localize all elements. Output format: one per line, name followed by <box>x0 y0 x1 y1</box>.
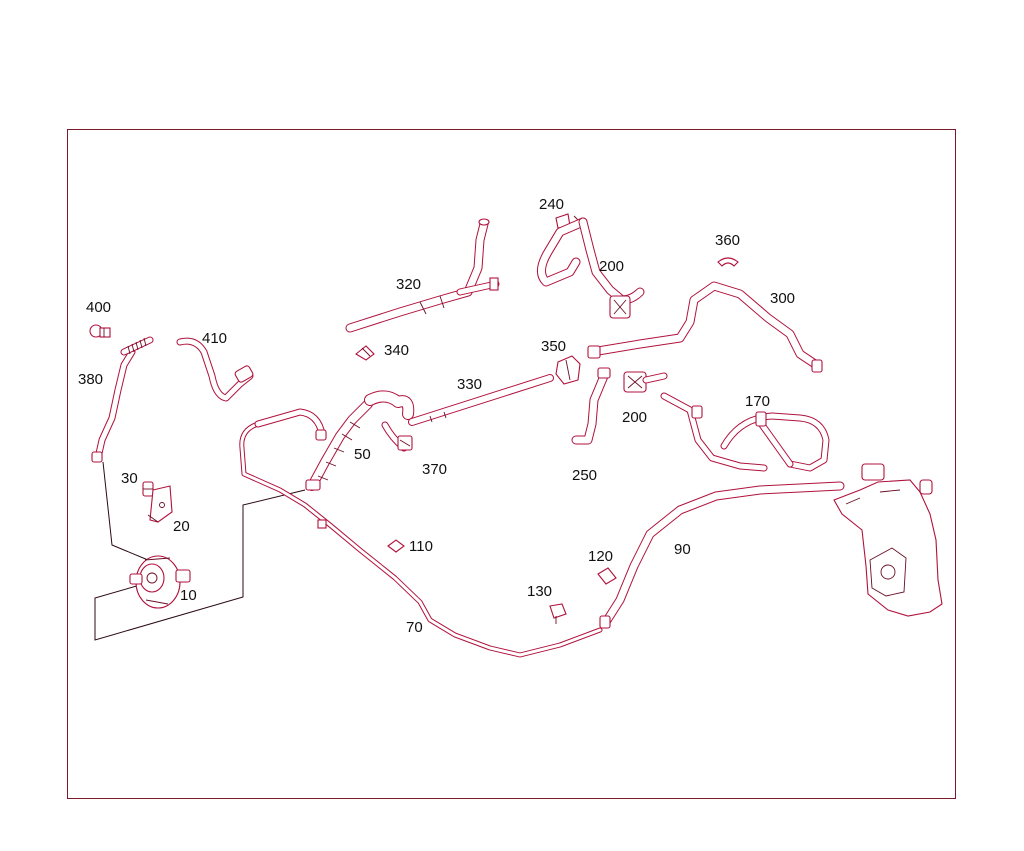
callout-410: 410 <box>202 330 228 347</box>
callout-30: 30 <box>121 470 138 487</box>
callout-330: 330 <box>457 376 483 393</box>
part-350-fitting <box>555 355 581 385</box>
callout-170: 170 <box>745 393 771 410</box>
part-90-hose <box>599 481 845 629</box>
part-30-clip <box>142 481 154 497</box>
callout-200-lower: 200 <box>622 409 648 426</box>
callout-90: 90 <box>674 541 691 558</box>
part-110-clip <box>387 539 405 553</box>
callout-50: 50 <box>354 446 371 463</box>
callout-340: 340 <box>384 342 410 359</box>
part-120-clip <box>597 567 617 585</box>
callout-20: 20 <box>173 518 190 535</box>
callout-360: 360 <box>715 232 741 249</box>
callout-70: 70 <box>406 619 423 636</box>
callout-370: 370 <box>422 461 448 478</box>
callout-320: 320 <box>396 276 422 293</box>
part-130-clip <box>549 603 567 624</box>
part-300-hose <box>587 281 823 373</box>
callout-350: 350 <box>541 338 567 355</box>
part-360-clip <box>717 257 739 267</box>
callout-200-upper: 200 <box>599 258 625 275</box>
part-170-hose <box>660 392 830 472</box>
callout-250: 250 <box>572 467 598 484</box>
part-70-pipe <box>239 408 603 658</box>
part-410-hose <box>176 337 254 402</box>
part-330-pipe <box>408 374 554 426</box>
part-250-hose <box>571 367 611 445</box>
part-200-lower-valve <box>623 371 668 393</box>
leader-lines-pump <box>94 461 306 641</box>
diagram-frame <box>67 129 956 799</box>
callout-240: 240 <box>539 196 565 213</box>
callout-300: 300 <box>770 290 796 307</box>
callout-120: 120 <box>588 548 614 565</box>
callout-380: 380 <box>78 371 104 388</box>
part-50-hose <box>305 399 373 491</box>
part-370-hose <box>364 390 415 452</box>
part-380-hose <box>91 336 154 463</box>
part-10-pump <box>129 555 191 609</box>
callout-400: 400 <box>86 299 112 316</box>
callout-130: 130 <box>527 583 553 600</box>
part-20-bracket <box>147 485 173 523</box>
callout-10: 10 <box>180 587 197 604</box>
part-200-upper-hose <box>537 217 645 319</box>
part-400-fitting <box>89 324 111 338</box>
callout-110: 110 <box>409 538 433 555</box>
expansion-tank <box>833 463 943 617</box>
part-320-pipe <box>345 218 500 333</box>
part-340-clip <box>355 345 375 361</box>
